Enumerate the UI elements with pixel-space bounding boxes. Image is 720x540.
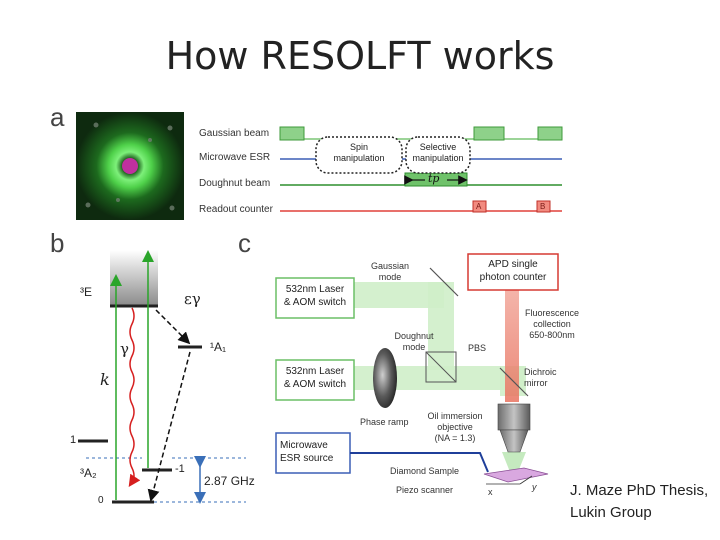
label-eps-gamma: εγ bbox=[184, 290, 201, 308]
gaussian-pulse-1 bbox=[279, 126, 305, 141]
diamond-sample bbox=[483, 467, 549, 483]
label-gamma: γ bbox=[120, 340, 129, 358]
phase-ramp-label: Phase ramp bbox=[360, 417, 409, 427]
readout-pulse-b bbox=[536, 200, 551, 213]
spin-manipulation-box bbox=[315, 136, 403, 174]
row-label-readout: Readout counter bbox=[199, 204, 273, 215]
fluorescence-beam bbox=[505, 290, 519, 402]
readout-b-label: B bbox=[540, 202, 546, 211]
isc-arrow-1 bbox=[155, 309, 191, 345]
isc-arrow-2 bbox=[147, 351, 191, 502]
label-3E: ³E bbox=[80, 285, 92, 299]
gaussian-pulse-3 bbox=[537, 126, 563, 141]
mirror-1 bbox=[429, 267, 459, 297]
microwave-cable bbox=[350, 452, 489, 473]
fluorescence-label: Fluorescence collection 650-800nm bbox=[524, 308, 580, 340]
selective-manipulation-box bbox=[405, 136, 471, 174]
microwave-label: Microwave ESR source bbox=[280, 440, 334, 464]
panel-a-letter: a bbox=[50, 102, 65, 132]
laser-box-2 bbox=[275, 359, 355, 401]
label-1: 1 bbox=[70, 434, 77, 446]
piezo-label: Piezo scanner bbox=[396, 485, 454, 495]
gaussian-pulse-2 bbox=[473, 126, 505, 141]
label-1A1: ¹A₁ bbox=[210, 340, 227, 354]
pbs-label: PBS bbox=[468, 343, 487, 353]
emission-wave bbox=[128, 307, 141, 487]
diamond-sample-label: Diamond Sample bbox=[390, 466, 460, 476]
dichroic-mirror bbox=[499, 367, 529, 397]
laser-1-label: 532nm Laser & AOM switch bbox=[283, 284, 347, 308]
gaussian-mode-label: Gaussian mode bbox=[370, 261, 410, 282]
spin-box-label: Spin manipulation bbox=[333, 142, 385, 163]
row-label-gaussian: Gaussian beam bbox=[199, 128, 270, 139]
doughnut-mode-label: Doughnut mode bbox=[394, 331, 434, 352]
slide-title: How RESOLFT works bbox=[165, 34, 555, 78]
label-minus1: -1 bbox=[175, 463, 185, 475]
objective-label: Oil immersion objective (NA = 1.3) bbox=[427, 411, 483, 443]
credit-text: J. Maze PhD Thesis, Lukin Group bbox=[570, 482, 709, 521]
excited-state-band bbox=[110, 250, 158, 306]
label-k: k bbox=[100, 370, 110, 389]
selective-box-label: Selective manipulation bbox=[412, 142, 464, 163]
row-label-doughnut: Doughnut beam bbox=[199, 178, 271, 189]
dichroic-label: Dichroic mirror bbox=[524, 367, 557, 388]
splitting-label: 2.87 GHz bbox=[204, 474, 255, 488]
phase-ramp-lens bbox=[373, 348, 397, 408]
panel-b-letter: b bbox=[50, 228, 65, 258]
panel-c-letter: c bbox=[238, 228, 251, 258]
laser-2-label: 532nm Laser & AOM switch bbox=[283, 366, 347, 390]
axis-x-label: x bbox=[488, 487, 493, 497]
apd-box bbox=[467, 253, 559, 291]
microwave-box bbox=[275, 432, 351, 474]
axis-y-label: y bbox=[532, 482, 537, 492]
readout-pulse-a bbox=[472, 200, 487, 213]
objective-body bbox=[497, 403, 531, 431]
apd-label: APD single photon counter bbox=[479, 259, 547, 283]
label-0: 0 bbox=[98, 495, 104, 506]
laser-box-1 bbox=[275, 277, 355, 319]
tp-label: tp bbox=[428, 172, 440, 185]
pbs-cube bbox=[425, 351, 457, 383]
row-label-microwave: Microwave ESR bbox=[199, 152, 271, 163]
readout-a-label: A bbox=[476, 202, 482, 211]
label-3A2: ³A₂ bbox=[80, 466, 97, 480]
